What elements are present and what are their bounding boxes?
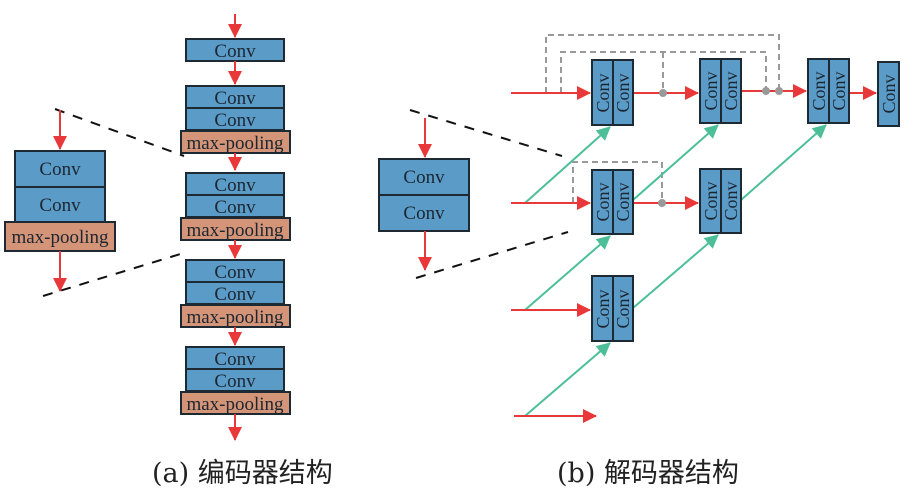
conv-label: Conv [593,289,613,328]
encoder-stage-2: Conv Conv max-pooling [180,172,291,241]
pool-label: max-pooling [186,394,284,415]
conv-label: Conv [39,159,81,180]
upsample-arrow [632,124,719,201]
conv-label: Conv [214,349,256,370]
encoder-stage-3: Conv Conv max-pooling [180,259,291,328]
conv-label: Conv [879,74,899,113]
pool-label: max-pooling [186,220,284,241]
zoom-guide-line [409,109,563,157]
conv-label: Conv [214,197,256,218]
conv-label: Conv [721,71,741,110]
conv-label: Conv [701,181,721,220]
conv-label: Conv [214,41,256,62]
conv-label: Conv [721,181,741,220]
skip-connection-row1 [572,161,663,203]
junction-dot [762,87,770,95]
conv-label: Conv [214,175,256,196]
decoder-node-0-2: Conv Conv [807,58,850,124]
conv-label: Conv [214,262,256,283]
junction-dot [658,199,666,207]
junction-dot [659,89,667,97]
pool-label: max-pooling [186,307,284,328]
conv-label: Conv [593,73,613,112]
conv-label: Conv [403,203,445,224]
zoom-guide-line [54,108,185,157]
conv-label: Conv [613,73,633,112]
decoder-node-1-1: Conv Conv [699,168,742,234]
conv-label: Conv [214,284,256,305]
pool-label: max-pooling [11,227,109,248]
encoder-caption: (a) 编码器结构 [152,458,333,489]
skip-connection-outer [545,34,780,93]
encoder-column: Conv Conv Conv max-pooling Conv Conv max… [180,14,291,441]
conv-label: Conv [829,71,849,110]
conv-label: Conv [214,110,256,131]
decoder-caption: (b) 解码器结构 [557,458,739,489]
encoder-stage-1: Conv Conv max-pooling [180,85,291,154]
encoder-stage-4: Conv Conv max-pooling [180,346,291,415]
encoder-zoom-detail: Conv Conv max-pooling [4,108,188,297]
decoder-node-0-0: Conv Conv [591,59,634,126]
decoder-output-conv: Conv [877,61,900,127]
conv-label: Conv [39,195,81,216]
conv-label: Conv [593,182,613,221]
decoder-node-0-1: Conv Conv [699,58,742,124]
upsample-arrow [632,234,719,309]
skip-connections [545,34,780,203]
conv-label: Conv [214,371,256,392]
upsample-arrow [524,342,611,417]
junction-dots [658,87,783,207]
decoder-node-1-0: Conv Conv [591,169,634,235]
conv-label: Conv [613,182,633,221]
upsample-arrow [524,235,611,311]
junction-dot [775,87,783,95]
conv-label: Conv [809,71,829,110]
decoder-zoom-detail: Conv Conv [378,109,569,279]
conv-label: Conv [613,289,633,328]
zoom-guide-line [42,251,188,297]
conv-label: Conv [403,167,445,188]
encoder-first-conv: Conv [185,38,285,62]
decoder-node-2-0: Conv Conv [591,275,634,342]
upsample-arrow [740,124,827,201]
upsample-arrow [524,126,611,204]
decoder-flow-arrows [511,84,877,423]
zoom-guide-line [415,231,569,279]
conv-label: Conv [701,71,721,110]
upsample-arrows [524,124,827,417]
pool-label: max-pooling [186,133,284,154]
conv-label: Conv [214,88,256,109]
